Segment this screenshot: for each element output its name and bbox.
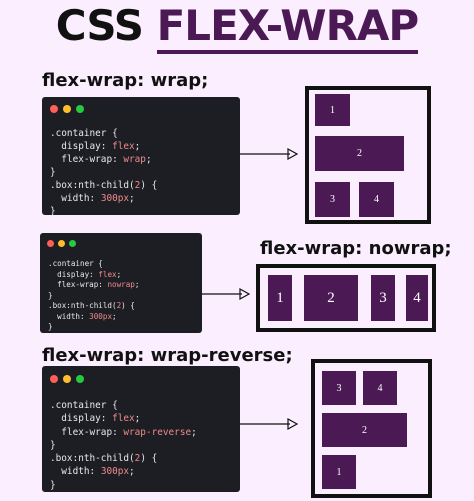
window-dots [50, 105, 84, 113]
code-block-wrap-reverse: .container { display: flex; flex-wrap: w… [50, 400, 197, 491]
maximize-dot-icon [76, 105, 84, 113]
page-title: CSS FLEX-WRAP [0, 0, 474, 55]
code-card-wrap: .container { display: flex; flex-wrap: w… [42, 97, 240, 217]
title-flex-wrap: FLEX-WRAP [156, 1, 419, 54]
flex-box: 2 [304, 275, 358, 321]
flex-box: 4 [359, 182, 394, 217]
arrow-icon [240, 147, 299, 161]
code-block-nowrap: .container { display: flex; flex-wrap: n… [48, 259, 140, 331]
code-card-nowrap: .container { display: flex; flex-wrap: n… [40, 233, 202, 333]
arrow-icon [240, 417, 299, 431]
flex-box: 3 [315, 182, 350, 217]
window-dots [50, 375, 84, 383]
code-card-wrap-reverse: .container { display: flex; flex-wrap: w… [42, 366, 240, 492]
window-dots [47, 240, 76, 247]
flex-box: 1 [315, 94, 350, 126]
close-dot-icon [47, 240, 54, 247]
section-label-nowrap: flex-wrap: nowrap; [260, 238, 452, 259]
flex-box: 2 [322, 413, 407, 447]
flex-box: 4 [406, 275, 428, 321]
title-css: CSS [55, 1, 157, 50]
maximize-dot-icon [69, 240, 76, 247]
minimize-dot-icon [63, 105, 71, 113]
close-dot-icon [50, 105, 58, 113]
diagram-wrap-reverse: 3 4 2 1 [311, 359, 432, 498]
maximize-dot-icon [76, 375, 84, 383]
diagram-wrap: 1 2 3 4 [305, 86, 431, 224]
flex-box: 2 [315, 136, 404, 171]
section-label-wrap-reverse: flex-wrap: wrap-reverse; [42, 345, 293, 366]
flex-box: 3 [371, 275, 395, 321]
flex-box: 4 [363, 371, 397, 405]
diagram-nowrap: 1 2 3 4 [256, 264, 436, 332]
flex-box: 3 [322, 371, 356, 405]
minimize-dot-icon [63, 375, 71, 383]
minimize-dot-icon [58, 240, 65, 247]
section-label-wrap: flex-wrap: wrap; [42, 70, 209, 91]
arrow-icon [202, 287, 251, 301]
flex-box: 1 [268, 275, 292, 321]
close-dot-icon [50, 375, 58, 383]
code-block-wrap: .container { display: flex; flex-wrap: w… [50, 128, 158, 217]
flex-box: 1 [322, 455, 356, 489]
